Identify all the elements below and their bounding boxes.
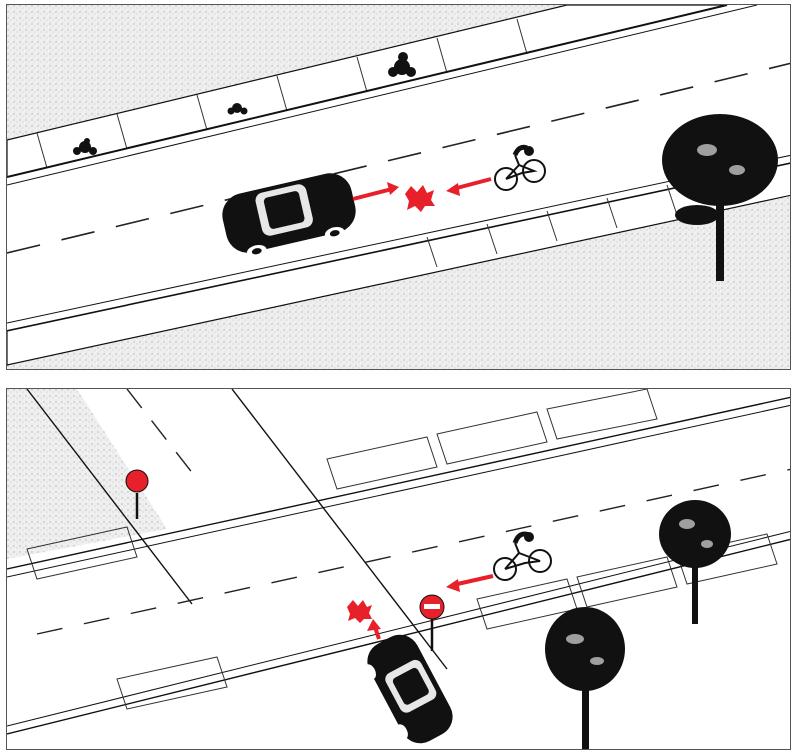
crash-burst-icon <box>405 185 435 212</box>
bicyclist-icon <box>495 147 545 190</box>
arrow-right-icon <box>353 182 399 199</box>
tree-icon <box>545 607 625 749</box>
arrow-left-icon <box>446 576 493 592</box>
bicyclist-icon <box>494 533 551 580</box>
car-icon <box>356 628 460 750</box>
cross-street-centerline <box>127 389 197 479</box>
crash-burst-icon <box>347 600 372 623</box>
panel-intersection <box>6 388 791 750</box>
intersection-scene <box>7 389 791 750</box>
midblock-scene <box>7 5 791 370</box>
car-icon <box>218 169 361 263</box>
arrow-left-icon <box>446 179 491 196</box>
cross-street-edge-right <box>232 389 447 669</box>
tree-icon <box>659 500 731 624</box>
panel-midblock <box>6 4 791 370</box>
